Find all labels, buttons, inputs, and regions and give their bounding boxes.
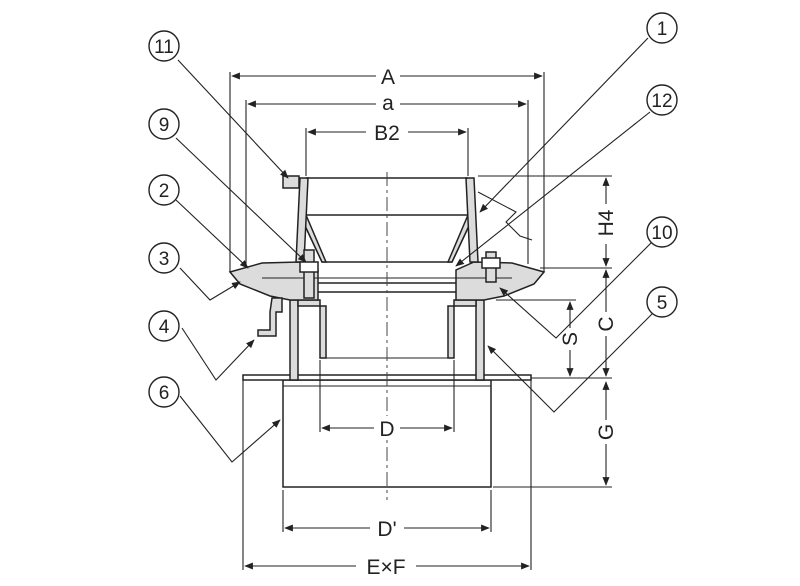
svg-text:10: 10: [651, 223, 672, 244]
dimension-lines: [229, 72, 612, 570]
dimension-labels: A a B2 D D' E×F H4 S C G: [356, 64, 618, 579]
svg-text:6: 6: [159, 383, 170, 404]
dim-D-prime: D': [377, 518, 396, 541]
callout-5: 5: [646, 286, 678, 318]
callout-4: 4: [148, 310, 180, 342]
callouts: 11 9 2 3 4 6 1 12: [148, 12, 678, 408]
svg-text:9: 9: [159, 115, 170, 136]
svg-text:12: 12: [651, 91, 672, 112]
dim-S: S: [559, 332, 582, 346]
inner-pipe: [319, 305, 327, 359]
callout-leaders: [175, 37, 653, 463]
dim-D: D: [379, 418, 394, 441]
callout-11: 11: [148, 30, 180, 62]
svg-text:5: 5: [657, 293, 668, 314]
strainer-right-upright: [465, 177, 479, 263]
body-left-wall: [289, 299, 299, 381]
callout-1: 1: [646, 12, 678, 44]
inner-pipe-right: [447, 305, 455, 359]
callout-6: 6: [148, 376, 180, 408]
dim-A: A: [381, 66, 395, 89]
svg-text:2: 2: [159, 181, 170, 202]
svg-text:11: 11: [154, 37, 174, 58]
dim-H4: H4: [595, 209, 618, 236]
callout-10: 10: [646, 216, 678, 248]
dim-ExF: E×F: [366, 556, 405, 579]
callout-9: 9: [148, 108, 180, 140]
dim-B2: B2: [374, 122, 400, 145]
clamp-4: [257, 297, 283, 337]
bolt-left: [303, 249, 315, 299]
callout-12: 12: [646, 84, 678, 116]
callout-2: 2: [148, 174, 180, 206]
dim-a: a: [382, 92, 394, 115]
flange-left: [228, 261, 319, 301]
svg-text:4: 4: [159, 317, 170, 338]
body-right-wall: [475, 299, 485, 381]
svg-text:3: 3: [159, 249, 170, 270]
svg-text:1: 1: [657, 19, 668, 40]
dim-G: G: [595, 424, 618, 440]
callout-3: 3: [148, 242, 180, 274]
screw-11: [282, 175, 300, 189]
dim-C: C: [595, 316, 618, 331]
